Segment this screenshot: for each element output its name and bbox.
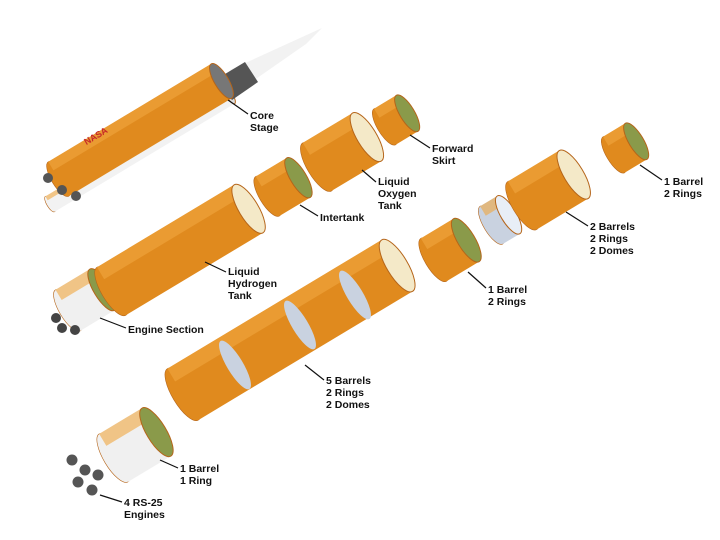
label-line: 1 Ring	[180, 475, 213, 487]
nozzle-icon	[57, 185, 67, 195]
core-stage-body-body	[48, 63, 232, 197]
ring-icon	[284, 300, 316, 350]
intertank-end	[284, 157, 313, 199]
label-line: Tank	[378, 200, 402, 212]
label-line: 2 Rings	[590, 233, 628, 245]
label-line: Oxygen	[378, 188, 417, 200]
intertank	[253, 157, 313, 217]
lox-barrels	[505, 149, 591, 231]
label-line: 1 Barrel	[488, 284, 528, 296]
engine-nozzle-icon	[51, 313, 61, 323]
lh2-tank-end	[231, 183, 266, 234]
label-line: Liquid	[378, 176, 410, 188]
label-line: 2 Rings	[326, 387, 364, 399]
label-line: 1 Barrel	[180, 463, 220, 475]
lh2-tank-highlight	[97, 184, 242, 280]
nozzle-icon	[43, 173, 53, 183]
leader-skirt-parts	[639, 164, 663, 181]
leader-lh2-parts	[304, 364, 325, 381]
intertank-barrel-highlight	[420, 218, 460, 250]
label-line: Tank	[228, 290, 252, 302]
lox-dome-aft	[478, 195, 523, 245]
lox-tank	[300, 112, 385, 192]
label-line: 2 Rings	[664, 188, 702, 200]
leader-lox-parts	[565, 211, 589, 227]
intertank-barrel	[418, 217, 482, 282]
leader-engine-section	[99, 317, 127, 329]
leader-lh2-tank	[204, 261, 227, 273]
label-line: Forward	[432, 143, 474, 155]
lox-barrels-highlight	[507, 150, 567, 194]
label-line: 2 Barrels	[590, 221, 635, 233]
engine-nozzle-icon	[57, 323, 67, 333]
intertank-barrel-end	[450, 217, 482, 263]
ring-icon	[219, 340, 251, 390]
leader-forward-skirt	[409, 134, 431, 149]
lh2-tank	[94, 183, 266, 317]
label-line: 2 Domes	[590, 245, 634, 257]
lox-barrels-end	[556, 149, 591, 200]
leader-core-stage	[227, 99, 249, 115]
label-line: Liquid	[228, 266, 260, 278]
lh2-barrels-end	[378, 238, 416, 293]
engine-section-barrel-highlight	[99, 408, 150, 446]
core-stage-body-highlight	[48, 63, 217, 171]
engine-section-highlight	[55, 269, 96, 301]
label-line: Engine Section	[128, 324, 204, 336]
label-line: Core	[250, 110, 274, 122]
label-line: Intertank	[320, 212, 365, 224]
rs25-engine-icon	[86, 484, 98, 496]
engine-section-barrel	[96, 407, 174, 483]
label-line: Skirt	[432, 155, 456, 167]
label-intertank: Intertank	[320, 212, 364, 224]
label-engine-section: Engine Section	[128, 324, 204, 336]
lh2-tank-body	[97, 184, 263, 316]
label-line: 2 Rings	[488, 296, 526, 308]
skirt-barrel	[601, 122, 650, 174]
label-line: 5 Barrels	[326, 375, 371, 387]
label-line: Engines	[124, 509, 165, 521]
leader-intertank	[299, 204, 319, 217]
label-line: 1 Barrel	[664, 176, 704, 188]
leader-lox-tank	[361, 169, 377, 183]
ring-icon	[339, 270, 371, 320]
label-line: 4 RS-25	[124, 497, 163, 509]
core-stage-body-end	[209, 63, 234, 100]
label-line: Hydrogen	[228, 278, 278, 290]
label-line: 2 Domes	[326, 399, 370, 411]
leader-engine-section-parts	[159, 459, 179, 469]
intertank-highlight	[255, 158, 293, 187]
rs25-engine-icon	[72, 476, 84, 488]
leader-engines	[99, 494, 123, 503]
lox-tank-highlight	[302, 113, 360, 155]
rs25-engine-icon	[66, 454, 78, 466]
forward-skirt-end	[394, 94, 421, 133]
engine-section-barrel-end	[139, 407, 174, 458]
lox-tank-end	[349, 112, 385, 163]
label-line: Stage	[250, 122, 279, 134]
rs25-engine-icon	[79, 464, 91, 476]
nozzle-icon	[71, 191, 81, 201]
leader-intertank-parts	[467, 271, 487, 289]
core-stage-body	[46, 63, 234, 197]
rs25-engine-icon	[92, 469, 104, 481]
engine-nozzle-icon	[70, 325, 80, 335]
skirt-barrel-end	[623, 122, 650, 161]
forward-skirt	[372, 94, 421, 146]
